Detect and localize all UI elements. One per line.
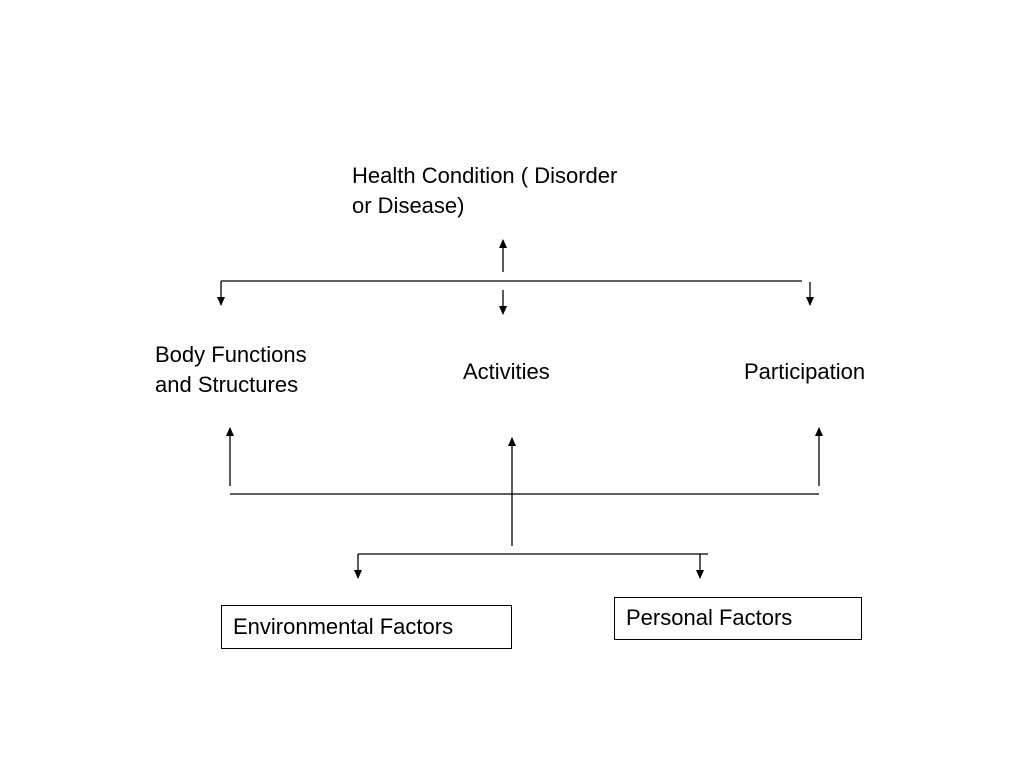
body-functions-label: Body Functions and Structures bbox=[155, 340, 307, 400]
body-functions-line-1: Body Functions bbox=[155, 342, 307, 367]
activities-label: Activities bbox=[463, 359, 550, 384]
personal-factors-label: Personal Factors bbox=[626, 605, 793, 630]
body-functions-line-2: and Structures bbox=[155, 372, 299, 397]
health-condition-label: Health Condition ( Disorder or Disease) bbox=[352, 161, 617, 221]
participation-label: Participation bbox=[744, 359, 866, 384]
environmental-factors-label: Environmental Factors bbox=[233, 614, 454, 639]
personal-factors-box: Personal Factors bbox=[614, 597, 862, 640]
health-condition-line-2: or Disease) bbox=[352, 193, 465, 218]
health-condition-line-1: Health Condition ( Disorder bbox=[352, 163, 618, 188]
environmental-factors-box: Environmental Factors bbox=[221, 605, 512, 649]
